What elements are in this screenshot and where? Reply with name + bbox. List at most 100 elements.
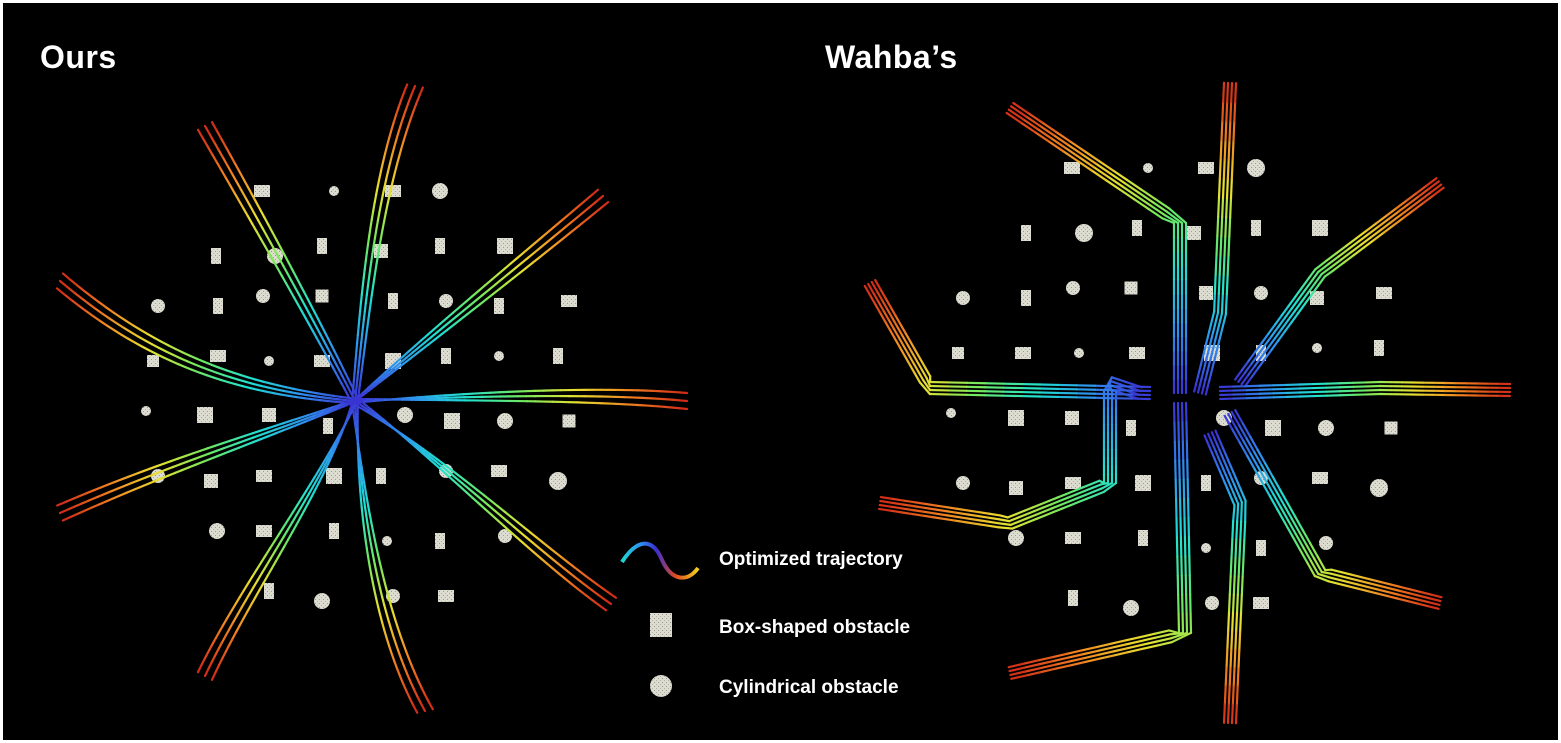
box-obstacle <box>1253 597 1269 609</box>
cylinder-obstacle <box>494 351 504 361</box>
trajectory-path <box>1240 183 1443 386</box>
trajectory-path <box>1230 410 1442 603</box>
legend-label-trajectory: Optimized trajectory <box>719 549 903 570</box>
box-obstacle <box>326 468 342 484</box>
box-obstacle <box>147 355 159 367</box>
box-obstacle <box>385 185 401 197</box>
cylinder-obstacle <box>1201 543 1211 553</box>
box-obstacle <box>314 355 330 367</box>
box-obstacle <box>374 244 388 258</box>
trajectory-path <box>210 401 354 681</box>
cylinder-obstacle <box>1247 159 1265 177</box>
cylinder-obstacle <box>1319 536 1333 550</box>
box-obstacle <box>1256 345 1266 361</box>
trajectory-path <box>58 279 357 403</box>
panel-title-ours: Ours <box>40 39 117 75</box>
box-obstacle <box>1199 286 1213 300</box>
trajectory-path <box>55 287 354 405</box>
box-obstacle <box>1374 340 1384 356</box>
trajectory-path <box>1010 105 1184 395</box>
cylinder-obstacle <box>1074 348 1084 358</box>
trajectory-path <box>1200 81 1234 395</box>
cylinder-obstacle <box>141 406 151 416</box>
box-obstacle <box>210 350 226 362</box>
box-obstacle <box>1132 220 1142 236</box>
box-obstacle <box>388 293 398 309</box>
box-obstacle <box>1126 420 1136 436</box>
trajectory-path <box>61 401 354 522</box>
cylinder-obstacle <box>498 529 512 543</box>
cylinder-obstacle <box>549 472 567 490</box>
box-obstacle <box>1064 162 1080 174</box>
cylinder-obstacle <box>1075 224 1093 242</box>
cylinder-obstacle <box>1254 286 1268 300</box>
trajectory-path <box>1007 402 1181 669</box>
box-obstacle <box>1065 411 1079 425</box>
box-obstacle <box>256 525 272 537</box>
trajectory-path <box>353 84 417 403</box>
cylinder-obstacle <box>439 294 453 308</box>
box-obstacle <box>1138 530 1148 546</box>
trajectory-path <box>1207 432 1240 725</box>
box-obstacle <box>264 583 274 599</box>
box-obstacle <box>562 414 576 428</box>
left-obstacle-field <box>141 183 577 609</box>
trajectory-swatch-icon <box>620 541 700 580</box>
cylinder-obstacle <box>1318 420 1334 436</box>
box-obstacle <box>1384 421 1398 435</box>
box-obstacle <box>1068 590 1078 606</box>
trajectory-path <box>1012 101 1188 395</box>
box-obstacle <box>491 465 507 477</box>
cylinder-obstacle <box>1123 600 1139 616</box>
trajectory-path <box>1237 180 1440 383</box>
cylinder-obstacle <box>314 593 330 609</box>
trajectory-path <box>1218 384 1512 393</box>
trajectory-path <box>1203 434 1236 724</box>
box-obstacle <box>1021 225 1031 241</box>
cylinder-obstacle <box>1066 281 1080 295</box>
cylinder-obstacle <box>397 407 413 423</box>
trajectory-path <box>1210 431 1243 725</box>
cylinder-obstacle <box>497 413 513 429</box>
trajectory-path <box>196 397 360 674</box>
trajectory-path <box>196 128 354 405</box>
box-obstacle <box>1310 291 1324 305</box>
cylinder-obstacle <box>1008 530 1024 546</box>
box-obstacle <box>497 238 513 254</box>
box-obstacle <box>1256 540 1266 556</box>
legend-label-cylinder: Cylindrical obstacle <box>719 677 899 698</box>
box-obstacle <box>204 474 218 488</box>
cylinder-obstacle <box>329 186 339 196</box>
legend-label-box: Box-shaped obstacle <box>719 617 911 638</box>
box-obstacle <box>1201 475 1211 491</box>
box-obstacle <box>444 413 460 429</box>
cylinder-obstacle <box>1205 596 1219 610</box>
cylinder-obstacle <box>1370 479 1388 497</box>
box-obstacle <box>1065 477 1081 489</box>
box-obstacle <box>197 407 213 423</box>
trajectory-path <box>874 278 1152 389</box>
trajectory-path <box>1005 111 1176 395</box>
box-obstacle <box>1251 220 1261 236</box>
box-obstacle-swatch-icon <box>650 613 672 637</box>
box-obstacle <box>553 348 563 364</box>
trajectory-path <box>1227 412 1441 607</box>
trajectory-path <box>870 280 1152 393</box>
box-obstacle <box>256 470 272 482</box>
box-obstacle <box>1265 420 1281 436</box>
box-obstacle <box>1008 410 1024 426</box>
trajectory-path <box>61 272 360 401</box>
box-obstacle <box>561 295 577 307</box>
box-obstacle <box>435 533 445 549</box>
trajectory-path <box>1234 408 1443 599</box>
box-obstacle <box>1021 290 1031 306</box>
trajectory-path <box>353 194 605 403</box>
box-obstacle <box>329 523 339 539</box>
trajectory-path <box>58 399 357 515</box>
right-trajectories <box>863 81 1512 725</box>
trajectory-path <box>1214 429 1247 725</box>
trajectory-path <box>1010 401 1193 680</box>
cylinder-obstacle <box>432 183 448 199</box>
trajectory-path <box>210 121 360 401</box>
trajectory-path <box>1218 388 1512 397</box>
